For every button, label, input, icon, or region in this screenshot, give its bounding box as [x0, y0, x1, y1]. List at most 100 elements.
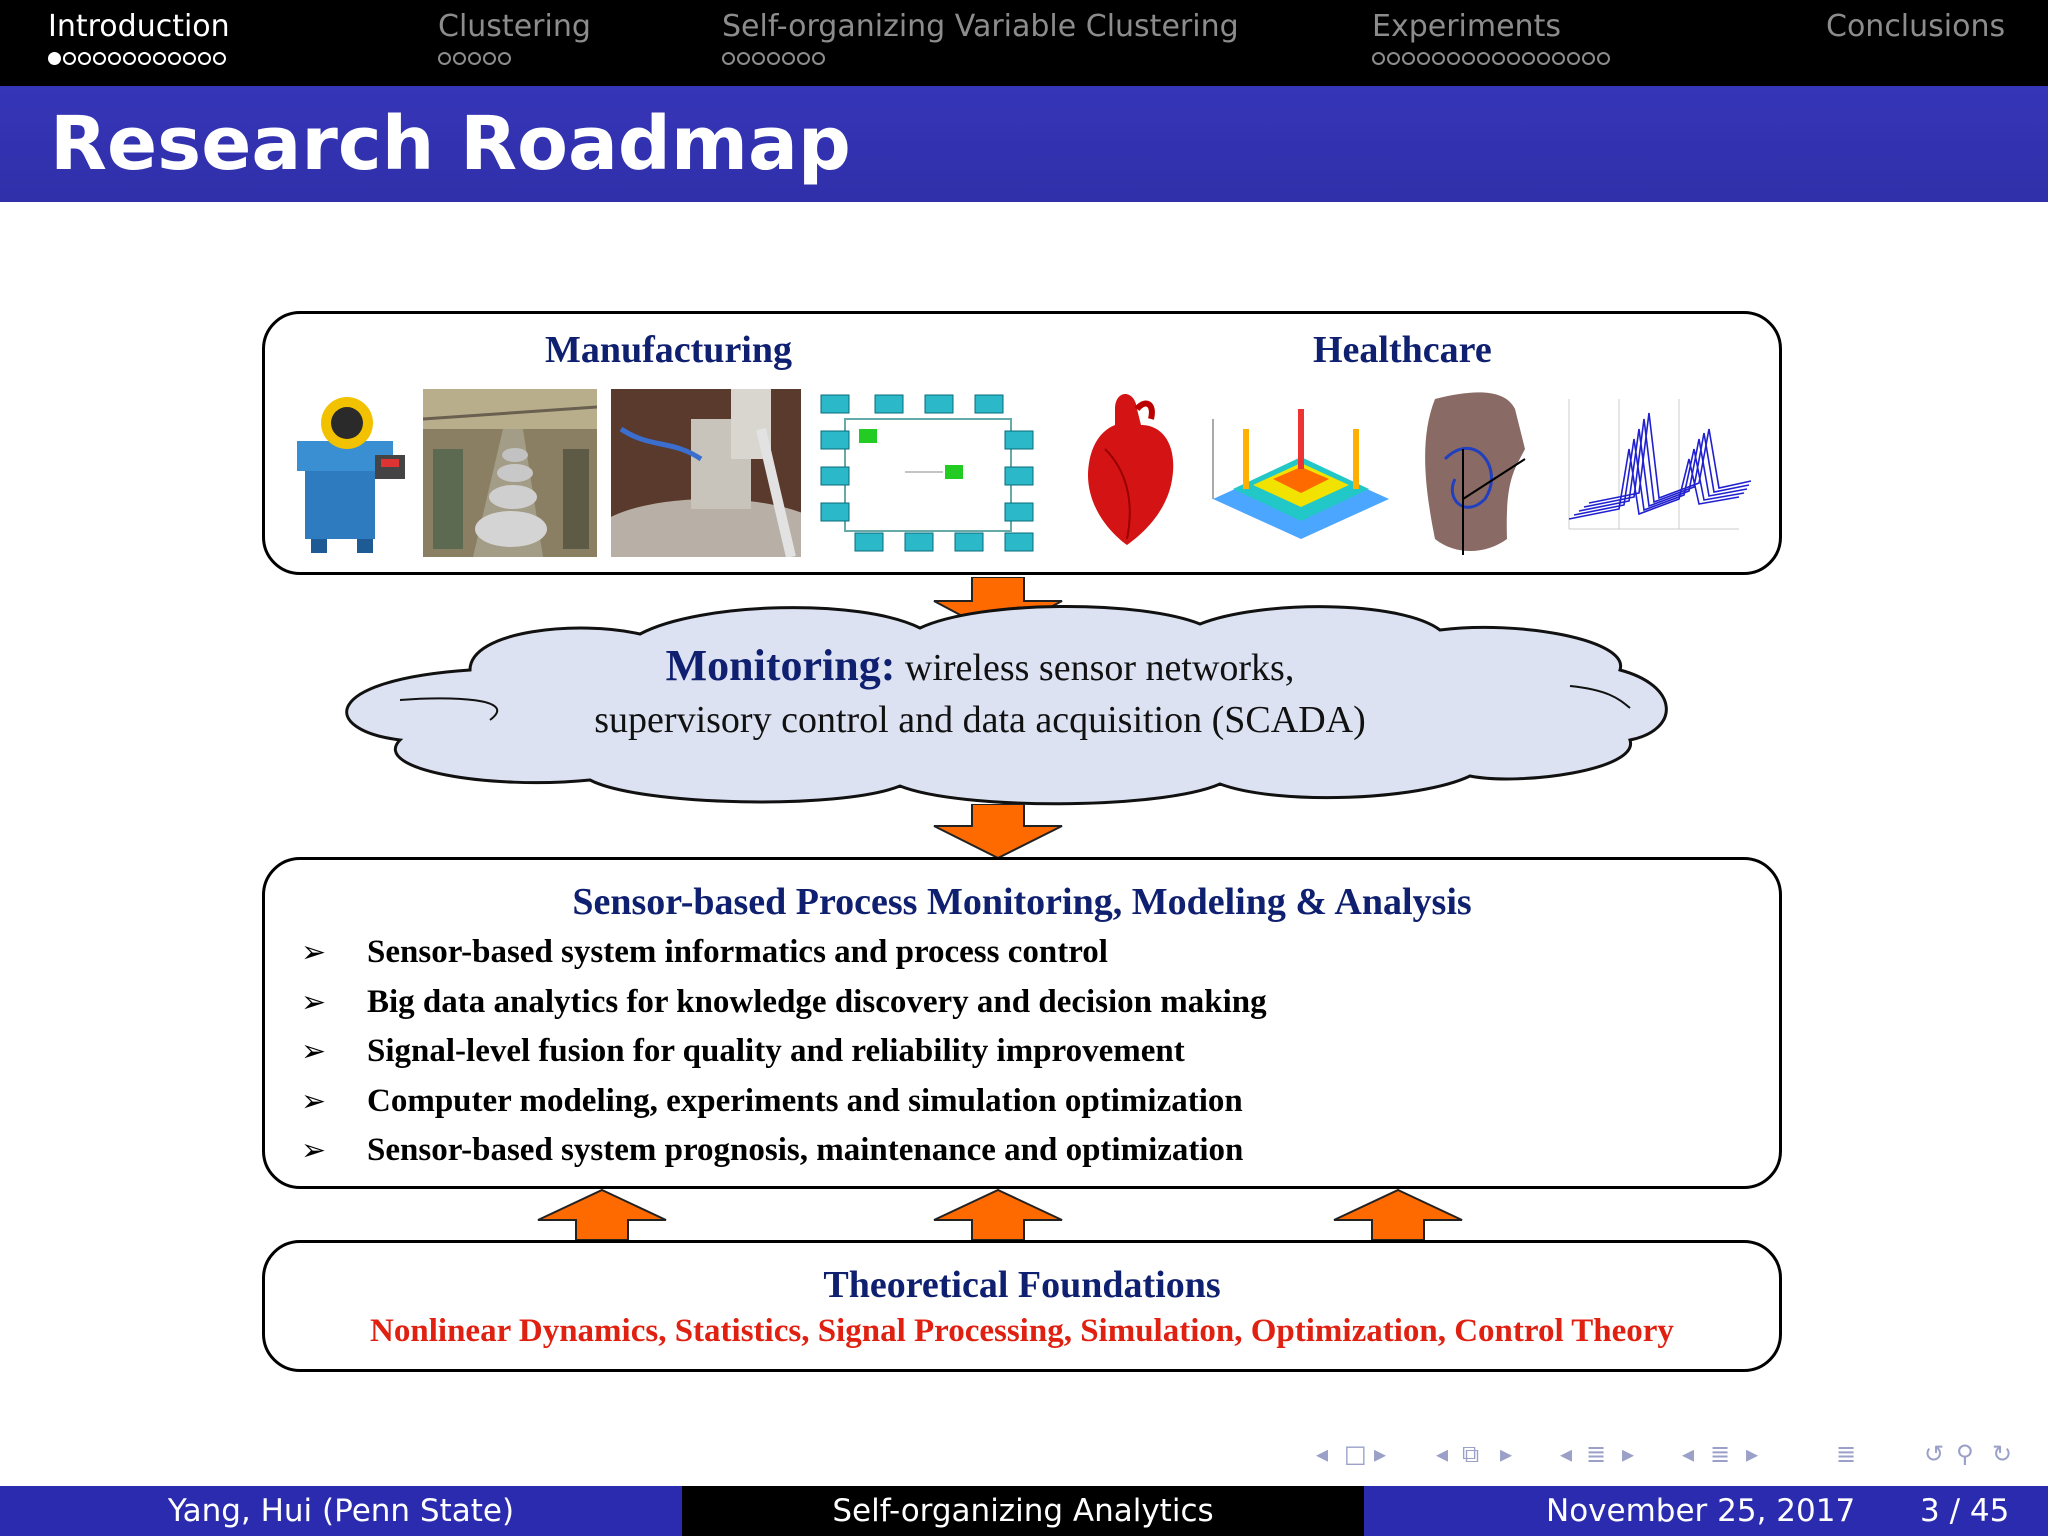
- next-frame-arrow-icon[interactable]: ▸: [1374, 1440, 1387, 1468]
- slide-dot[interactable]: [78, 51, 91, 65]
- slide-progress-dots[interactable]: [722, 48, 1239, 68]
- monitoring-line-2: supervisory control and data acquisition…: [594, 699, 1366, 741]
- torso-vcg-image: [1415, 389, 1555, 557]
- nav-section-conclusions[interactable]: Conclusions: [1826, 8, 2005, 46]
- slide-dot[interactable]: [782, 51, 795, 65]
- slide-dot[interactable]: [138, 51, 151, 65]
- section-icon[interactable]: ≣: [1586, 1440, 1607, 1468]
- applications-box: Manufacturing Healthcare: [262, 311, 1782, 575]
- monitoring-cloud: [345, 605, 1668, 806]
- slide-dot[interactable]: [1372, 51, 1385, 65]
- slide-dot[interactable]: [1462, 51, 1475, 65]
- slide-dot[interactable]: [1432, 51, 1445, 65]
- prev-section-arrow-icon[interactable]: ◂: [1560, 1440, 1573, 1468]
- list-item: ➢Signal-level fusion for quality and rel…: [301, 1027, 1267, 1077]
- next-section-arrow-icon[interactable]: ▸: [1622, 1440, 1635, 1468]
- list-item-text: Signal-level fusion for quality and reli…: [367, 1033, 1185, 1070]
- slide-dot[interactable]: [722, 51, 735, 65]
- arrow-down-to-process: [933, 804, 1063, 860]
- page-number: 3 / 45: [1920, 1493, 2010, 1529]
- slide-dot[interactable]: [1567, 51, 1580, 65]
- slide-dot[interactable]: [198, 51, 211, 65]
- footer-bar: Yang, Hui (Penn State) Self-organizing A…: [0, 1486, 2048, 1536]
- monitoring-description: Monitoring: wireless sensor networks, su…: [520, 640, 1440, 746]
- slide-dot[interactable]: [1552, 51, 1565, 65]
- slide-dot[interactable]: [1597, 51, 1610, 65]
- nav-section-title[interactable]: Introduction: [48, 9, 230, 44]
- slide-dot[interactable]: [183, 51, 196, 65]
- manufacturing-label: Manufacturing: [545, 329, 792, 371]
- next-subsection-arrow-icon[interactable]: ▸: [1500, 1440, 1513, 1468]
- slide-dot[interactable]: [468, 51, 481, 65]
- prev-subsection-arrow-icon[interactable]: ◂: [1436, 1440, 1449, 1468]
- theory-topics: Nonlinear Dynamics, Statistics, Signal P…: [370, 1313, 1674, 1349]
- list-item-text: Computer modeling, experiments and simul…: [367, 1082, 1243, 1119]
- slide-title-bar: Research Roadmap: [0, 86, 2048, 202]
- monitoring-line-1: wireless sensor networks,: [904, 647, 1295, 689]
- subsection-icon[interactable]: ⧉: [1462, 1440, 1480, 1468]
- surface-plot-image: [1203, 389, 1399, 557]
- nav-section-title[interactable]: Conclusions: [1826, 9, 2006, 44]
- machining-sensor-image: [611, 389, 801, 557]
- slide-dot[interactable]: [438, 51, 451, 65]
- nav-section-self-organizing-variable-clustering[interactable]: Self-organizing Variable Clustering: [722, 8, 1239, 68]
- forward-icon[interactable]: ↻: [1992, 1440, 2013, 1468]
- slide-dot[interactable]: [1402, 51, 1415, 65]
- search-icon[interactable]: ⚲: [1956, 1440, 1974, 1468]
- machine-tool-image: [297, 397, 405, 553]
- slide-progress-dots[interactable]: [1372, 48, 1612, 68]
- frame-icon[interactable]: □: [1344, 1440, 1367, 1468]
- appendix-icon[interactable]: ≣: [1836, 1440, 1857, 1468]
- slide-dot[interactable]: [63, 51, 76, 65]
- slide-dot[interactable]: [1417, 51, 1430, 65]
- nav-section-introduction[interactable]: Introduction: [48, 8, 230, 68]
- slide-progress-dots[interactable]: [438, 48, 591, 68]
- slide-dot[interactable]: [1522, 51, 1535, 65]
- slide-dot[interactable]: [1447, 51, 1460, 65]
- slide-dot[interactable]: [752, 51, 765, 65]
- slide-dot[interactable]: [1387, 51, 1400, 65]
- slide-dot[interactable]: [108, 51, 121, 65]
- arrow-bullet-icon: ➢: [301, 935, 327, 971]
- slide-dot[interactable]: [1537, 51, 1550, 65]
- prev-document-arrow-icon[interactable]: ◂: [1682, 1440, 1695, 1468]
- slide-title: Research Roadmap: [50, 101, 851, 187]
- slide-dot[interactable]: [483, 51, 496, 65]
- nav-section-title[interactable]: Self-organizing Variable Clustering: [722, 9, 1239, 44]
- footer-talk-title: Self-organizing Analytics: [682, 1486, 1364, 1536]
- theoretical-foundations-box: Theoretical Foundations Nonlinear Dynami…: [262, 1240, 1782, 1372]
- arrow-up-left: [537, 1188, 667, 1241]
- slide-dot[interactable]: [1492, 51, 1505, 65]
- slide-dot[interactable]: [1507, 51, 1520, 65]
- slide-dot[interactable]: [812, 51, 825, 65]
- slide-dot[interactable]: [213, 51, 226, 65]
- healthcare-label: Healthcare: [1313, 329, 1492, 371]
- list-item-text: Sensor-based system informatics and proc…: [367, 934, 1108, 971]
- slide-dot[interactable]: [737, 51, 750, 65]
- slide-dot[interactable]: [93, 51, 106, 65]
- slide-dot[interactable]: [1582, 51, 1595, 65]
- arrow-bullet-icon: ➢: [301, 1083, 327, 1119]
- theory-title: Theoretical Foundations: [823, 1264, 1221, 1306]
- footer-author: Yang, Hui (Penn State): [0, 1486, 682, 1536]
- nav-section-title[interactable]: Experiments: [1372, 9, 1561, 44]
- slide-dot[interactable]: [797, 51, 810, 65]
- list-item: ➢Big data analytics for knowledge discov…: [301, 978, 1267, 1028]
- nav-section-clustering[interactable]: Clustering: [438, 8, 591, 68]
- slide-dot[interactable]: [767, 51, 780, 65]
- slide-progress-dots[interactable]: [48, 48, 230, 68]
- slide-dot[interactable]: [168, 51, 181, 65]
- list-item: ➢ Computer modeling, experiments and simu…: [301, 1077, 1267, 1127]
- next-document-arrow-icon[interactable]: ▸: [1746, 1440, 1759, 1468]
- slide-dot[interactable]: [48, 51, 61, 65]
- slide-dot[interactable]: [153, 51, 166, 65]
- nav-section-experiments[interactable]: Experiments: [1372, 8, 1612, 68]
- back-icon[interactable]: ↺: [1924, 1440, 1945, 1468]
- slide-dot[interactable]: [453, 51, 466, 65]
- document-icon[interactable]: ≣: [1710, 1440, 1731, 1468]
- prev-frame-arrow-icon[interactable]: ◂: [1316, 1440, 1329, 1468]
- slide-dot[interactable]: [498, 51, 511, 65]
- slide-dot[interactable]: [123, 51, 136, 65]
- nav-section-title[interactable]: Clustering: [438, 9, 591, 44]
- slide-dot[interactable]: [1477, 51, 1490, 65]
